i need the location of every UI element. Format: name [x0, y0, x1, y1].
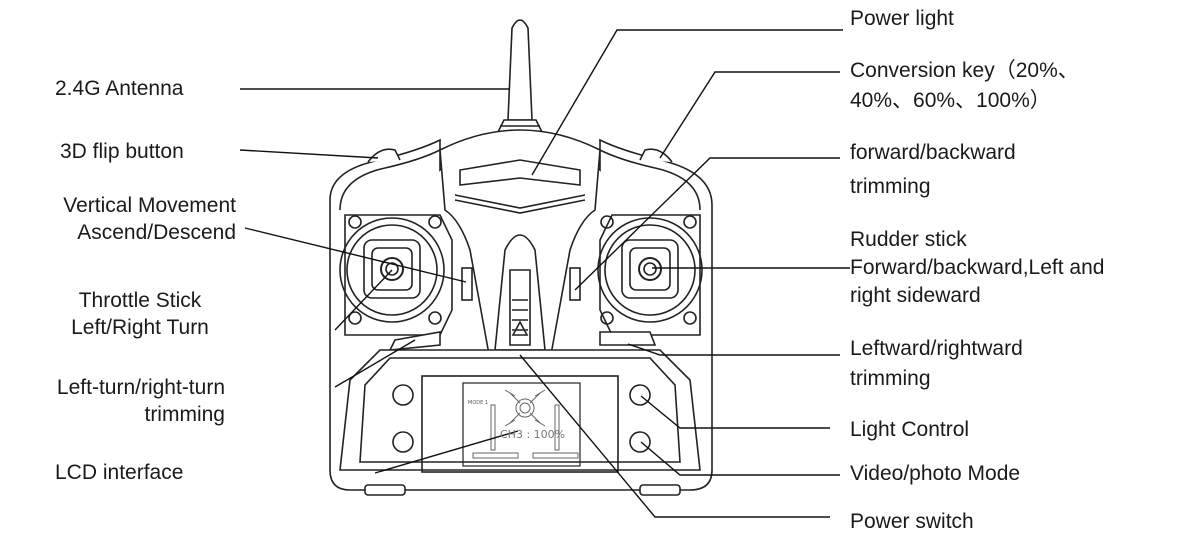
throttle-stick: [380, 257, 404, 281]
leader-lines: [239, 29, 850, 518]
turn-trim: [388, 331, 441, 351]
label-video-photo: Video/photo Mode: [850, 462, 1021, 485]
label-turn-trim: Left-turn/right-turn trimming: [57, 374, 225, 428]
power-light: [459, 159, 581, 186]
label-conversion-line1: Conversion key（20%、: [850, 59, 1079, 82]
right-gimbal: [597, 214, 703, 336]
label-conversion-line2: 40%、60%、100%）: [850, 89, 1051, 112]
label-conversion-key: Conversion key（20%、 40%、60%、100%）: [850, 56, 1079, 116]
light-control-button: [629, 384, 651, 406]
label-rudder-stick: Rudder stick Forward/backward,Left and r…: [850, 226, 1104, 310]
vertical-trim: [461, 267, 473, 301]
label-fb-trim-line2: trimming: [850, 175, 931, 198]
label-throttle-stick: Throttle Stick Left/Right Turn: [45, 287, 235, 341]
label-rudder-line1: Rudder stick: [850, 228, 967, 251]
label-vertical-movement: Vertical Movement Ascend/Descend: [63, 192, 236, 246]
label-rudder-line2: Forward/backward,Left and: [850, 256, 1105, 279]
label-throttle-line2: Left/Right Turn: [71, 316, 209, 339]
label-flip-button: 3D flip button: [60, 140, 184, 163]
power-switch: [509, 269, 531, 346]
flip-button: [367, 148, 401, 163]
label-turn-trim-line2: trimming: [144, 403, 225, 426]
lr-trim: [599, 331, 657, 346]
label-power-switch: Power switch: [850, 510, 974, 533]
label-antenna: 2.4G Antenna: [55, 77, 184, 100]
conversion-key: [639, 148, 673, 163]
label-power-light: Power light: [850, 7, 954, 30]
left-button-1: [392, 384, 414, 406]
video-photo-button: [629, 431, 651, 453]
label-turn-trim-line1: Left-turn/right-turn: [56, 376, 225, 399]
label-light-control: Light Control: [850, 418, 970, 441]
lcd-channel: CH3 : 100%: [500, 428, 566, 441]
fb-trim: [569, 267, 581, 301]
label-vertical-line1: Vertical Movement: [63, 194, 236, 217]
antenna: [492, 19, 548, 141]
lcd-mode: MODE 1: [468, 400, 489, 406]
label-fb-trim: forward/backward trimming: [850, 136, 1016, 204]
label-vertical-line2: Ascend/Descend: [77, 221, 236, 244]
label-lr-trim-line2: trimming: [850, 367, 931, 390]
left-gimbal: [339, 214, 453, 336]
label-rudder-line3: right sideward: [850, 284, 981, 307]
label-lcd: LCD interface: [55, 461, 184, 484]
label-fb-trim-line1: forward/backward: [850, 141, 1016, 164]
lcd-frame: [421, 375, 619, 473]
label-throttle-line1: Throttle Stick: [78, 289, 202, 312]
label-lr-trim-line1: Leftward/rightward: [850, 337, 1023, 360]
rudder-stick: [638, 257, 662, 281]
left-button-2: [392, 431, 414, 453]
label-lr-trim: Leftward/rightward trimming: [850, 334, 1023, 394]
